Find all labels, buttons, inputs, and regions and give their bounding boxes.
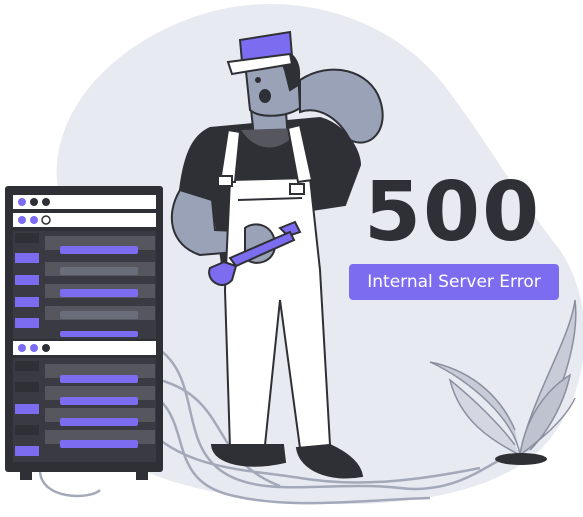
worker-figure xyxy=(170,30,384,479)
wrench-icon xyxy=(208,220,302,286)
cable-icon xyxy=(38,349,501,505)
cap-icon xyxy=(226,30,294,76)
error-message-badge: Internal Server Error xyxy=(349,264,559,300)
wilted-plant-icon xyxy=(429,299,577,465)
server-rack-icon xyxy=(5,186,163,480)
background-blob xyxy=(56,3,583,505)
error-code-text: 500 xyxy=(364,165,542,260)
